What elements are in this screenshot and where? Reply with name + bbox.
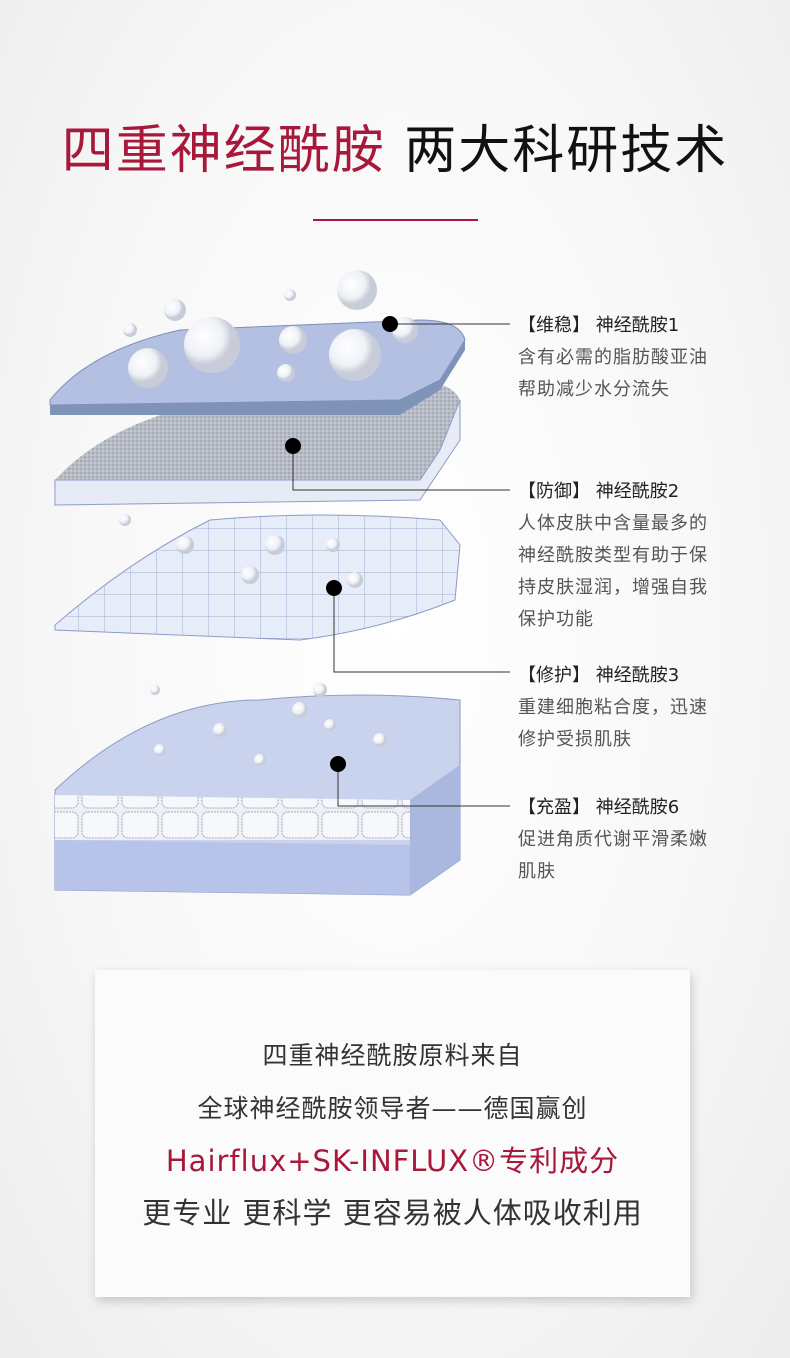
page-title: 四重神经酰胺 两大科研技术 bbox=[0, 108, 790, 183]
layer-heading: 【防御】 神经酰胺2 bbox=[518, 481, 680, 502]
layer-label-1: 【维稳】 神经酰胺1 含有必需的脂肪酸亚油 帮助减少水分流失 bbox=[518, 310, 748, 406]
layer-4-skin-block bbox=[54, 694, 461, 896]
layer-label-2: 【防御】 神经酰胺2 人体皮肤中含量最多的 神经酰胺类型有助于保 持皮肤湿润，增… bbox=[518, 476, 748, 636]
title-divider bbox=[313, 219, 478, 221]
title-red: 四重神经酰胺 bbox=[61, 121, 386, 181]
layer-desc: 肌肤 bbox=[518, 861, 556, 882]
layer-desc: 神经酰胺类型有助于保 bbox=[518, 545, 708, 566]
layer-desc: 修护受损肌肤 bbox=[518, 729, 632, 750]
layer-desc: 保护功能 bbox=[518, 609, 594, 630]
card-line-4: 更专业 更科学 更容易被人体吸收利用 bbox=[142, 1196, 643, 1230]
card-line-1: 四重神经酰胺原料来自 bbox=[262, 1041, 523, 1070]
marker-dots bbox=[285, 316, 398, 772]
layer-desc: 促进角质代谢平滑柔嫩 bbox=[518, 829, 708, 850]
connector-lines bbox=[292, 323, 510, 807]
card-line-2: 全球神经酰胺领导者——德国赢创 bbox=[197, 1094, 588, 1123]
layer-heading: 【修护】 神经酰胺3 bbox=[518, 665, 680, 686]
bubbles bbox=[119, 270, 418, 766]
layer-heading: 【维稳】 神经酰胺1 bbox=[518, 315, 680, 336]
layer-desc: 重建细胞粘合度，迅速 bbox=[518, 697, 708, 718]
layer-desc: 持皮肤湿润，增强自我 bbox=[518, 577, 708, 598]
skin-layers-illustration bbox=[49, 270, 510, 896]
layer-desc: 帮助减少水分流失 bbox=[518, 379, 670, 400]
layer-label-3: 【修护】 神经酰胺3 重建细胞粘合度，迅速 修护受损肌肤 bbox=[518, 660, 748, 756]
layer-heading: 【充盈】 神经酰胺6 bbox=[518, 797, 680, 818]
layer-label-4: 【充盈】 神经酰胺6 促进角质代谢平滑柔嫩 肌肤 bbox=[518, 792, 748, 888]
layer-desc: 人体皮肤中含量最多的 bbox=[518, 513, 708, 534]
card-line-3-patent: Hairflux+SK-INFLUX®专利成分 bbox=[165, 1144, 620, 1178]
layer-desc: 含有必需的脂肪酸亚油 bbox=[518, 347, 708, 368]
title-black: 两大科研技术 bbox=[404, 121, 729, 181]
source-info-card: 四重神经酰胺原料来自 全球神经酰胺领导者——德国赢创 Hairflux+SK-I… bbox=[95, 970, 690, 1297]
